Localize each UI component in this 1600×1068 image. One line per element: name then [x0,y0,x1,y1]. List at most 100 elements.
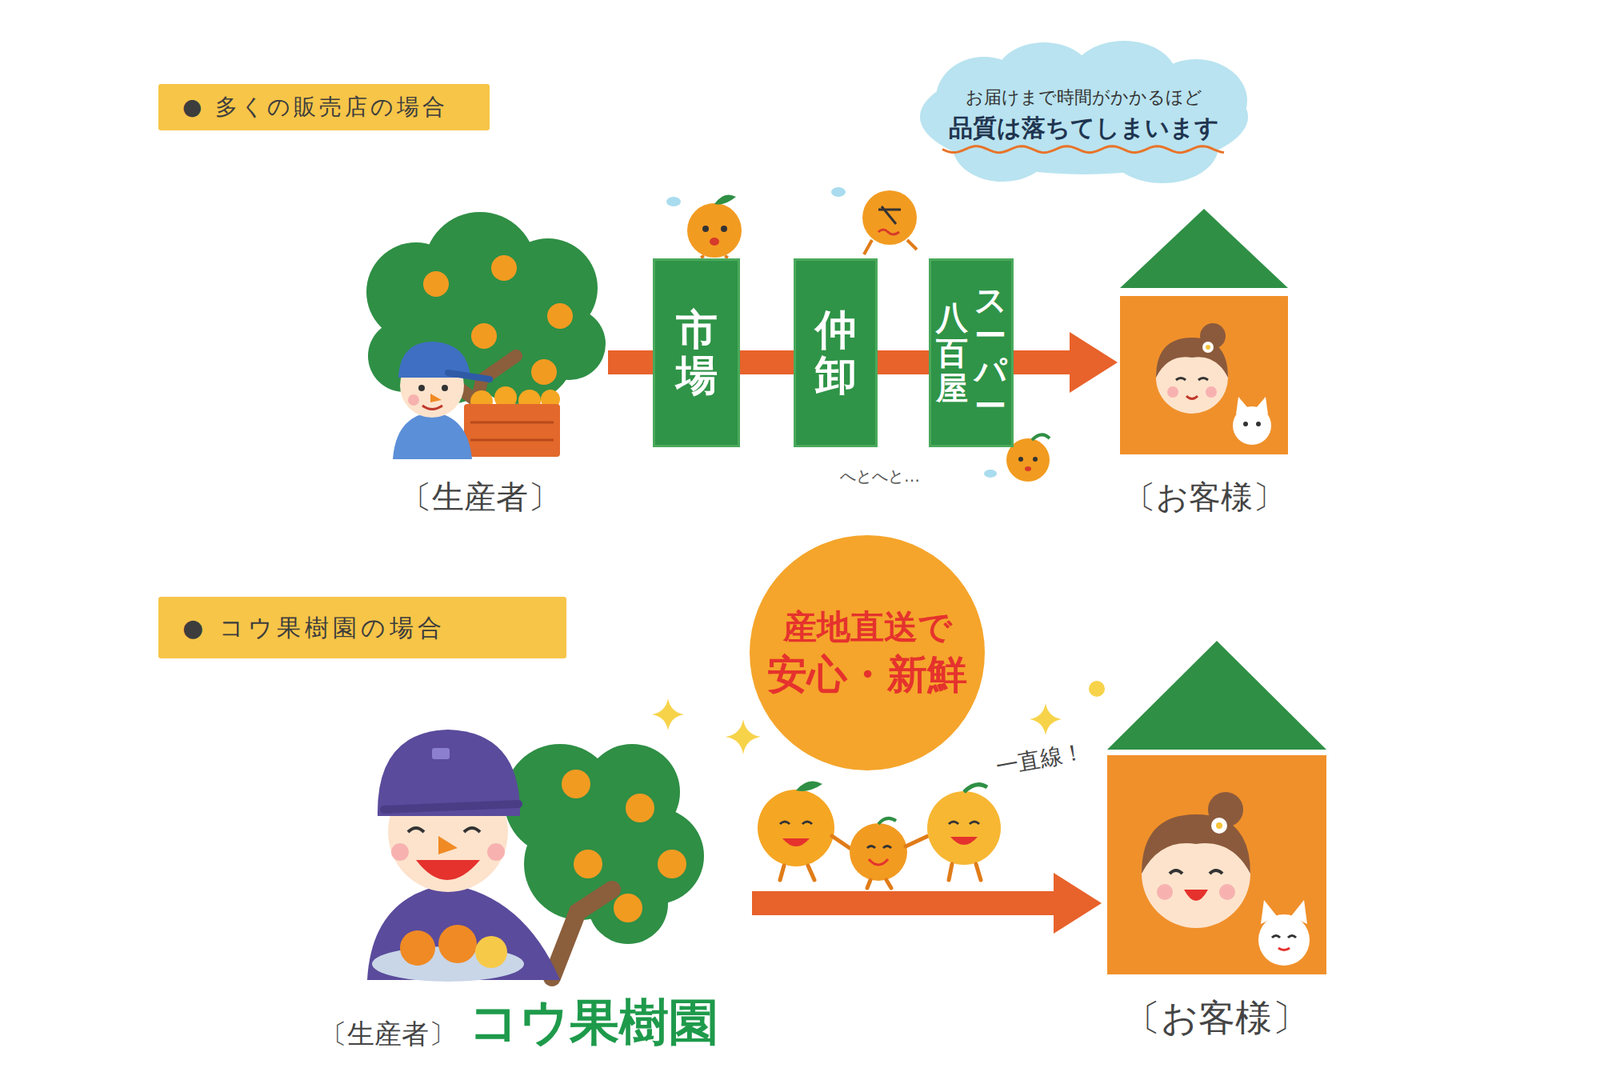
orange-character [780,821,812,824]
customer-house [1258,914,1310,966]
orange-character [927,784,1001,880]
orange-character [782,838,810,847]
customer-house [1202,341,1214,353]
orange-character [757,789,835,867]
customer-house [1167,386,1179,398]
orange-character [862,190,917,245]
orange-character [831,187,846,197]
producer-figure [487,843,505,861]
orange-character [666,194,742,258]
section-heading: ● コウ果樹園の場合 [182,613,446,643]
node-text: 仲卸 [815,307,857,399]
sparkle [1029,703,1062,736]
orange-tree [561,769,591,799]
producer-figure [475,936,508,968]
sparkle [725,719,761,755]
customer-house [1156,884,1173,900]
orange-tree [547,303,573,329]
orange-character [964,784,988,792]
customer-house [1205,344,1211,350]
orange-character [878,206,901,224]
badge-circle: 産地直送で安心・新鮮 [749,535,985,771]
wavy-underline [942,146,1224,153]
producer-figure [367,729,560,982]
producer-figure [392,341,490,460]
orange-character [864,240,917,255]
node-text: 市場 [676,307,718,399]
producer-figure [384,804,519,810]
producer-node: 〔生産者〕 [352,224,608,516]
customer-house [1176,378,1208,381]
orange-character [950,836,978,845]
producer-figure [377,729,520,816]
orange-character [927,791,1001,865]
node-text: 産地直送で [783,607,952,648]
customer-house [1184,889,1208,901]
note-text: へとへと… [840,466,920,486]
node-text: 〔生産者〕 [400,477,560,516]
producer-figure [438,924,477,964]
orange-crate [470,422,554,440]
customer-house [1219,884,1236,900]
orange-character [849,818,928,888]
flow-arrow [740,350,794,375]
customer-house [1243,421,1248,427]
orange-tree [552,889,612,978]
process-box: 仲卸 [793,258,878,448]
producer-figure [441,384,448,392]
orange-character [948,864,981,880]
customer-node: 〔お客様〕 [1116,208,1292,516]
orange-crate [464,386,560,457]
producer-figure [438,836,458,855]
flow-arrow [608,350,653,375]
customer-house [1278,948,1290,951]
customer-house [1272,936,1296,939]
sparkle [652,698,684,731]
orange-character [1032,434,1050,440]
producer-figure [391,843,409,861]
producer-figure [430,393,442,403]
section-heading: ● 多くの販売店の場合 [182,93,448,121]
node-text: お届けまで時間がかかるほど [965,87,1203,108]
customer-house [1107,640,1327,975]
producer-figure [422,405,443,410]
orange-character [831,187,917,255]
orange-character [984,469,997,478]
customer-house [1120,296,1288,455]
orange-character [867,836,928,888]
customer-house [1211,817,1228,834]
customer-node: 〔お客様〕 [1100,640,1332,1040]
flow-arrow [752,891,1054,916]
process-box: 市場 [652,258,740,448]
orange-tree [573,849,603,879]
customer-house [1107,755,1327,975]
customer-house [1216,822,1223,829]
flow-arrow [877,350,929,375]
orange-character [687,203,742,258]
orange-character [666,196,681,207]
orange-tree [531,359,557,385]
producer-figure [432,748,450,760]
orange-character [1024,466,1032,472]
orange-character [709,237,720,246]
sparkle [1088,680,1105,697]
orange-character [948,821,980,824]
node-text: スーパー [974,282,1007,424]
customer-house [1186,396,1198,400]
orange-tree [423,271,449,297]
node-text: 〔お客様〕 [1124,996,1309,1040]
customer-house [1120,208,1288,288]
brand-logo: コウ果樹園 [468,997,719,1048]
section-band: ● コウ果樹園の場合 [158,596,567,659]
orange-character [796,780,823,792]
producer-figure [408,394,420,406]
orange-character [1032,456,1038,462]
orange-tree [613,893,643,923]
customer-house [1120,208,1288,455]
node-text: 〔生産者〕 [320,1020,456,1048]
producer-figure [416,860,480,880]
node-text: 品質は落ちてしまいます [948,113,1220,143]
orange-tree [471,323,497,349]
orange-character [714,194,736,204]
